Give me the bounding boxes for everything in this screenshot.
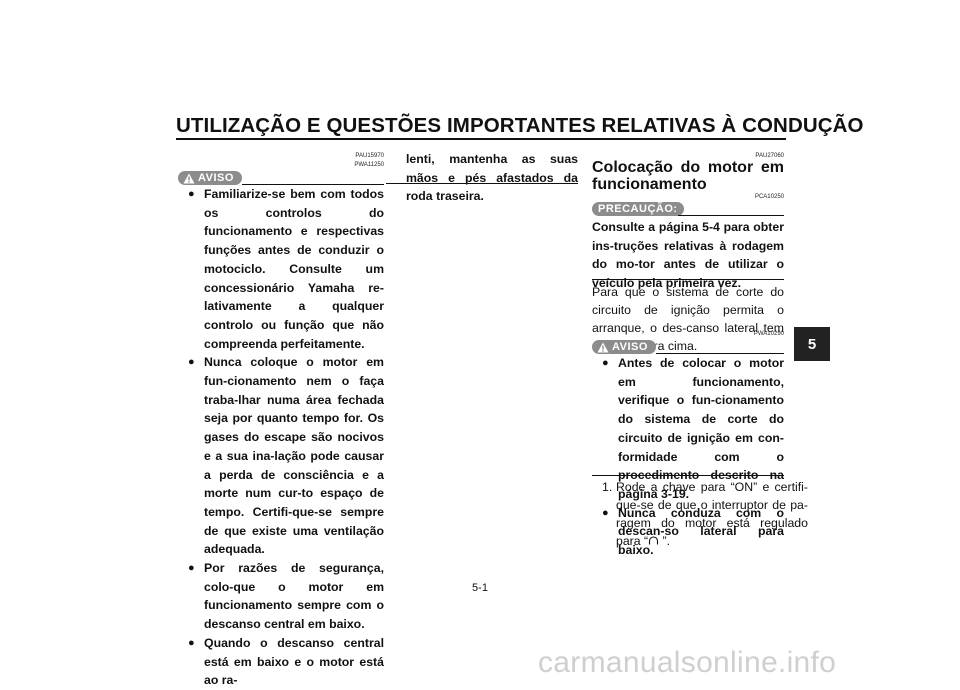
doc-code: PCA10250 — [754, 194, 784, 200]
doc-code: PWA11250 — [354, 162, 384, 168]
warning-triangle-icon — [597, 342, 609, 352]
doc-code: PWA10290 — [753, 331, 784, 337]
list-item: Por razões de segurança, colo-que o moto… — [188, 559, 384, 634]
list-item: Nunca conduza com o descan-so lateral pa… — [602, 504, 784, 560]
warning-badge: AVISO — [592, 340, 656, 354]
page-number: 5-1 — [472, 582, 488, 594]
doc-code: PAU27060 — [755, 153, 784, 159]
step-text: Rode a chave para “ON” e certifi-que-se … — [616, 480, 808, 548]
caution-text: Consulte a página 5-4 para obter ins-tru… — [592, 220, 784, 291]
step-item: 1. Rode a chave para “ON” e certifi-que-… — [592, 478, 808, 550]
step-number: 1. — [602, 480, 613, 494]
warning-triangle-icon — [183, 173, 195, 183]
warning-list: Antes de colocar o motor em funcionament… — [602, 354, 784, 560]
watermark: carmanualsonline.info — [538, 646, 837, 679]
step-text-end: ”. — [659, 534, 671, 548]
badge-label: AVISO — [198, 172, 234, 184]
list-item: Quando o descanso central está em baixo … — [188, 634, 384, 690]
section-heading: Colocação do motor em funcionamento — [592, 159, 784, 193]
warning-badge: AVISO — [178, 171, 242, 185]
warning-end-rule — [592, 475, 784, 476]
caution-badge: PRECAUÇÃO: — [592, 202, 684, 216]
doc-code: PAU15970 — [355, 153, 384, 159]
title-underline — [176, 138, 786, 140]
list-item: Nunca coloque o motor em fun-cionamento … — [188, 353, 384, 559]
page-title: UTILIZAÇÃO E QUESTÕES IMPORTANTES RELATI… — [176, 114, 864, 137]
list-item: Familiarize-se bem com todos os controlo… — [188, 185, 384, 353]
badge-label: AVISO — [612, 341, 648, 353]
run-symbol-icon — [649, 536, 659, 545]
badge-label: PRECAUÇÃO: — [598, 203, 678, 215]
list-item: Antes de colocar o motor em funcionament… — [602, 354, 784, 504]
warning-end-rule — [386, 183, 578, 184]
body-paragraph: Para que o sistema de corte do circuito … — [592, 285, 784, 353]
section-tab: 5 — [794, 327, 830, 361]
caution-end-rule — [592, 279, 784, 280]
warning-list: Familiarize-se bem com todos os controlo… — [188, 185, 384, 690]
badge-rule — [678, 215, 784, 216]
warning-continuation: lenti, mantenha as suas mãos e pés afast… — [406, 152, 578, 204]
